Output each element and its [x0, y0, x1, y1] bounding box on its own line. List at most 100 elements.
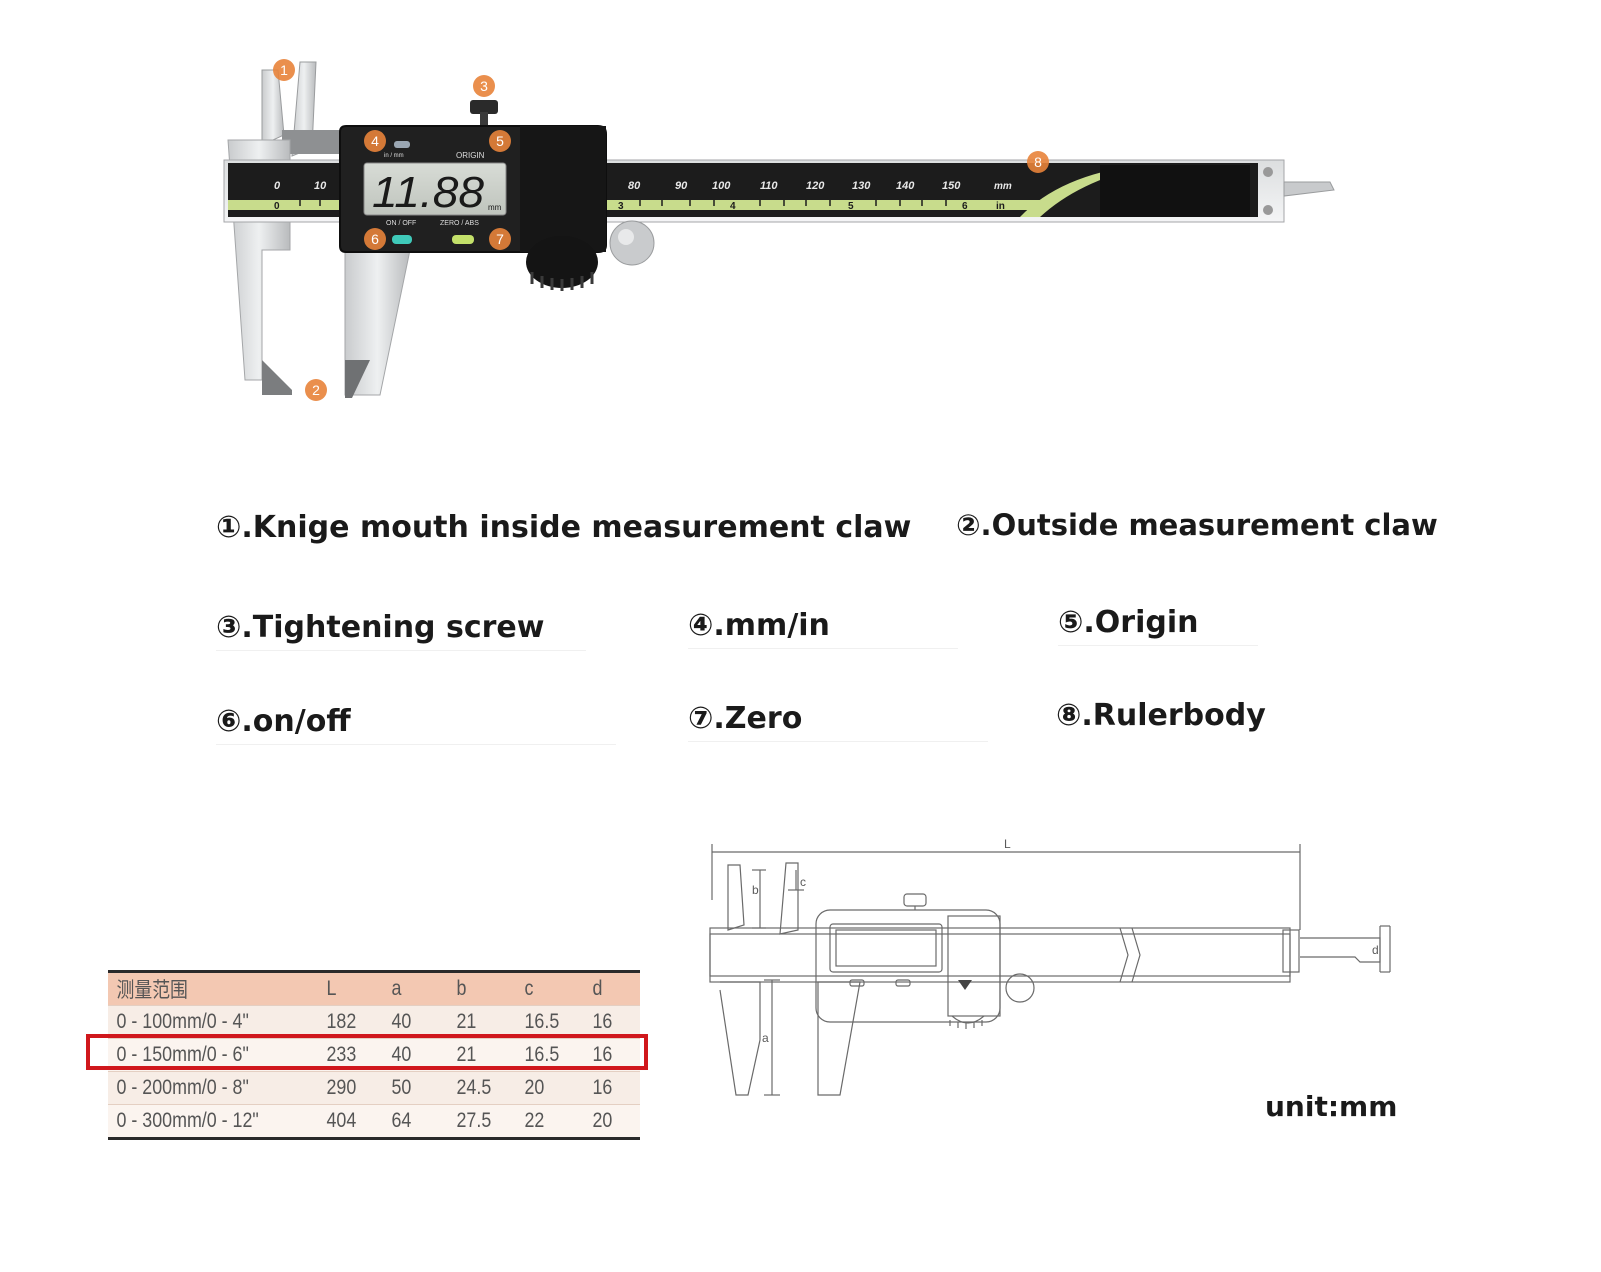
scale-in-0: 0 — [274, 201, 280, 212]
scale-mm-120: 120 — [806, 180, 825, 192]
scale-mm-150: 150 — [942, 180, 961, 192]
svg-text:2: 2 — [312, 382, 320, 398]
label-on-off: ON / OFF — [386, 220, 416, 227]
tightening-screw — [470, 100, 498, 114]
cell-a: 40 — [391, 1043, 412, 1066]
scale-mm-80: 80 — [628, 180, 641, 192]
label-origin: ORIGIN — [456, 151, 485, 160]
scale-mm-10: 10 — [314, 180, 327, 192]
svg-text:8: 8 — [1034, 154, 1042, 170]
on-off-button — [392, 235, 412, 244]
legend-item-7: ⑦.Zero — [688, 701, 988, 742]
header-range: 测量范围 — [116, 979, 188, 1002]
callout-1: 1 — [273, 59, 295, 81]
scale-in-4: 4 — [730, 201, 736, 212]
svg-text:4: 4 — [371, 133, 379, 149]
scale-in-6: 6 — [962, 201, 968, 212]
table-row: 0 - 300mm/0 - 12" 404 64 27.5 22 20 — [108, 1104, 640, 1139]
thumb-wheel — [526, 236, 598, 288]
dim-a: a — [762, 1031, 769, 1045]
cell-range: 0 - 200mm/0 - 8" — [116, 1076, 249, 1099]
cell-c: 16.5 — [524, 1043, 560, 1066]
scale-mm-110: 110 — [760, 180, 778, 192]
lcd-display — [363, 162, 507, 216]
legend-item-2: ②.Outside measurement claw — [956, 508, 1438, 542]
cell-L: 233 — [326, 1043, 357, 1066]
cell-a: 40 — [391, 1010, 412, 1033]
cell-L: 182 — [326, 1010, 357, 1033]
label-in-mm: in / mm — [384, 153, 404, 159]
dim-L: L — [1004, 837, 1011, 851]
lock-triangle — [958, 980, 972, 990]
callout-5: 5 — [489, 130, 511, 152]
cell-d: 20 — [592, 1109, 613, 1132]
table-row: 0 - 200mm/0 - 8" 290 50 24.5 20 16 — [108, 1071, 640, 1105]
cell-d: 16 — [592, 1010, 613, 1033]
cell-c: 20 — [524, 1076, 545, 1099]
cell-b: 21 — [456, 1043, 477, 1066]
cell-range: 0 - 100mm/0 - 4" — [116, 1010, 249, 1033]
scale-in-unit: in — [996, 201, 1005, 212]
callout-4: 4 — [364, 130, 386, 152]
callout-7: 7 — [489, 228, 511, 250]
svg-text:3: 3 — [480, 78, 488, 94]
cell-b: 21 — [456, 1010, 477, 1033]
cell-range: 0 - 300mm/0 - 12" — [116, 1109, 259, 1132]
cell-a: 64 — [391, 1109, 412, 1132]
cell-c: 22 — [524, 1109, 545, 1132]
unit-label: unit:mm — [1265, 1090, 1398, 1123]
selected-row-highlight — [86, 1034, 648, 1070]
locking-knob — [609, 220, 655, 266]
table-header-row: 测量范围 L a b c d — [108, 971, 640, 1006]
legend-item-8: ⑧.Rulerbody — [1056, 698, 1266, 733]
dim-c: c — [800, 875, 806, 889]
scale-in-3: 3 — [618, 201, 624, 212]
legend-item-5: ⑤.Origin — [1058, 605, 1258, 646]
cell-a: 50 — [391, 1076, 412, 1099]
cell-d: 16 — [592, 1076, 613, 1099]
legend-item-4: ④.mm/in — [688, 608, 958, 649]
callout-6: 6 — [364, 228, 386, 250]
scale-mm-130: 130 — [852, 180, 871, 192]
scale-mm-100: 100 — [712, 180, 731, 192]
callout-8: 8 — [1027, 151, 1049, 173]
cell-L: 404 — [326, 1109, 357, 1132]
label-zero-abs: ZERO / ABS — [440, 220, 479, 227]
scale-in-5: 5 — [848, 201, 854, 212]
header-b: b — [456, 977, 467, 1000]
scale-mm-0: 0 — [274, 180, 281, 192]
svg-text:5: 5 — [496, 133, 504, 149]
legend-item-6: ⑥.on/off — [216, 704, 616, 745]
lcd-unit: mm — [488, 203, 502, 212]
caliper-line-drawing: L b c a d — [709, 837, 1391, 1096]
scale-mm-90: 90 — [675, 180, 688, 192]
legend-item-1: ①.Knige mouth inside measurement claw — [216, 510, 912, 545]
lcd-reading: 11.88 — [372, 168, 485, 217]
callout-2: 2 — [305, 379, 327, 401]
svg-text:7: 7 — [496, 231, 504, 247]
scale-mm-140: 140 — [896, 180, 915, 192]
svg-text:1: 1 — [280, 62, 288, 78]
legend-item-3: ③.Tightening screw — [216, 610, 586, 651]
cell-c: 16.5 — [524, 1010, 560, 1033]
svg-text:6: 6 — [371, 231, 379, 247]
cell-range: 0 - 150mm/0 - 6" — [116, 1043, 249, 1066]
cell-b: 24.5 — [456, 1076, 492, 1099]
dim-d: d — [1372, 943, 1379, 957]
cell-L: 290 — [326, 1076, 357, 1099]
dim-b: b — [752, 883, 759, 897]
caliper-photo: 0 10 80 90 100 110 120 130 140 150 mm 0 … — [223, 59, 1335, 401]
mm-in-button — [394, 141, 410, 148]
header-c: c — [524, 977, 534, 1000]
spec-table: 测量范围 L a b c d 0 - 100mm/0 - 4" 182 40 2… — [108, 970, 640, 1140]
header-L: L — [326, 977, 337, 1000]
inside-jaw-fixed — [261, 69, 285, 146]
zero-button — [452, 235, 474, 244]
callouts: 1 2 3 4 5 6 7 8 — [273, 59, 1049, 401]
callout-3: 3 — [473, 75, 495, 97]
cell-b: 27.5 — [456, 1109, 492, 1132]
header-a: a — [391, 977, 402, 1000]
header-d: d — [592, 977, 603, 1000]
scale-mm-unit: mm — [994, 181, 1012, 192]
cell-d: 16 — [592, 1043, 613, 1066]
